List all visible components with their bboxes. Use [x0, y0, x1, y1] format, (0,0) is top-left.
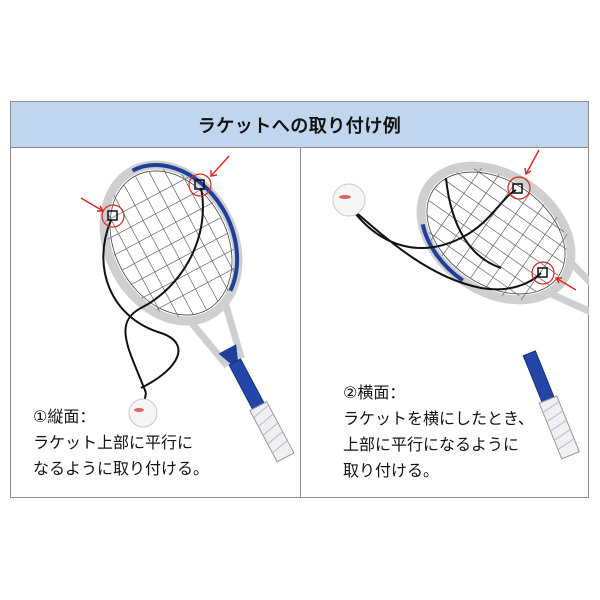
- caption-line: ラケットを横にしたとき、: [343, 409, 534, 428]
- caption-line: ①縦面：: [33, 407, 96, 426]
- racket-frame-accent: [420, 223, 464, 283]
- caption-line: 取り付ける。: [343, 461, 440, 480]
- racket-grip: [538, 395, 580, 460]
- caption-line: ②横面：: [343, 383, 406, 402]
- clip-marker-left: [101, 204, 125, 228]
- arrow-icon: [524, 149, 577, 291]
- caption-line: なるように取り付ける。: [33, 459, 210, 478]
- panel-vertical: ①縦面： ラケット上部に平行に なるように取り付ける。: [11, 148, 299, 498]
- caption-line: ラケット上部に平行に: [33, 433, 194, 452]
- panel-divider: [300, 148, 301, 498]
- tennis-ball-icon: [332, 183, 366, 217]
- header-title: ラケットへの取り付け例: [197, 115, 402, 137]
- caption-line: 上部に平行になるように: [343, 435, 520, 454]
- cord-lines: [350, 177, 542, 291]
- racket-vertical-illustration: [80, 155, 295, 463]
- racket-grip: [249, 400, 295, 463]
- clip-marker-bottom: [531, 261, 555, 285]
- racket-strings: [104, 168, 235, 318]
- caption-vertical: ①縦面： ラケット上部に平行に なるように取り付ける。: [33, 404, 209, 482]
- attachment-example-frame: ラケットへの取り付け例: [10, 101, 589, 498]
- panel-horizontal: ②横面： ラケットを横にしたとき、 上部に平行になるように 取り付ける。: [301, 148, 589, 498]
- caption-horizontal: ②横面： ラケットを横にしたとき、 上部に平行になるように 取り付ける。: [343, 380, 534, 484]
- tennis-ball-icon: [128, 398, 158, 428]
- racket-frame-accent: [131, 163, 240, 292]
- clip-marker-top: [507, 176, 531, 200]
- racket-strings: [426, 167, 568, 300]
- arrow-icon: [80, 155, 230, 212]
- header-bar: ラケットへの取り付け例: [11, 102, 588, 148]
- clip-marker-right: [188, 173, 212, 197]
- racket-horizontal-illustration: [332, 149, 589, 460]
